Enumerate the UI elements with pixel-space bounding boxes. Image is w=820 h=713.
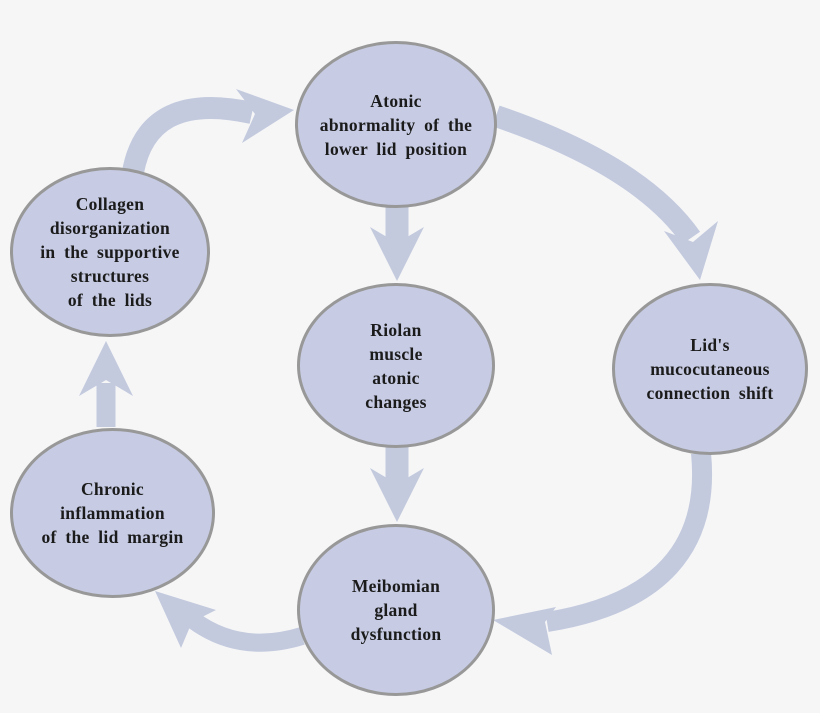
node-lids-mucocutaneous-label: Lid's mucocutaneous connection shift [646,335,774,403]
node-collagen-disorganization-label: Collagen disorganization in the supporti… [40,194,180,310]
arrow-meibomian-to-chronic [155,591,305,652]
node-collagen-disorganization: Collagen disorganization in the supporti… [10,167,210,337]
arrow-chronic-to-collagen [79,341,133,427]
node-lids-mucocutaneous: Lid's mucocutaneous connection shift [612,283,808,455]
node-meibomian-gland-label: Meibomian gland dysfunction [350,576,442,644]
node-riolan-muscle-label: Riolan muscle atonic changes [365,319,427,412]
node-atonic-abnormality: Atonic abnormality of the lower lid posi… [295,41,497,208]
arrow-atonic-to-lids [492,105,718,280]
arrow-collagen-to-atonic [122,89,294,175]
arrow-lids-to-meibomian [493,452,713,655]
node-atonic-abnormality-label: Atonic abnormality of the lower lid posi… [319,90,473,159]
node-riolan-muscle: Riolan muscle atonic changes [297,283,495,448]
node-meibomian-gland: Meibomian gland dysfunction [297,524,495,696]
node-chronic-inflammation: Chronic inflammation of the lid margin [10,428,215,598]
arrow-riolan-to-meibomian [370,446,424,522]
arrow-atonic-to-riolan [370,206,424,281]
node-chronic-inflammation-label: Chronic inflammation of the lid margin [41,479,184,547]
